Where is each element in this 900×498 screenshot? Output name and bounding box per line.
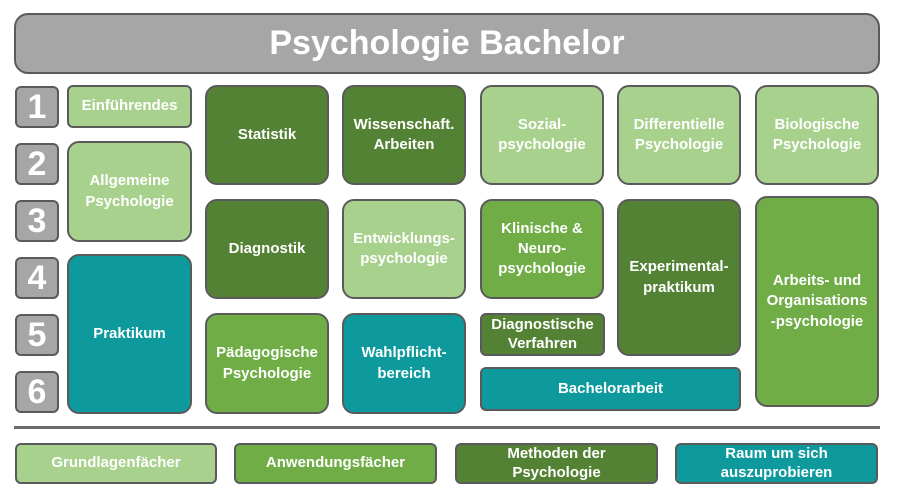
legend-raum-um-sich-auszuprobieren: Raum um sich auszuprobieren (675, 443, 878, 484)
semester-3-label: 3 (15, 200, 59, 242)
semester-5-label: 5 (15, 314, 59, 356)
module-arbeits-organisationspsychologie: Arbeits- und Organisations -psychologie (755, 196, 879, 407)
page-title: Psychologie Bachelor (14, 13, 880, 74)
semester-2-label: 2 (15, 143, 59, 185)
module-sozialpsychologie: Sozial- psychologie (480, 85, 604, 185)
legend-anwendungsfaecher: Anwendungsfächer (234, 443, 437, 484)
module-einfuehrendes: Einführendes (67, 85, 192, 128)
module-praktikum: Praktikum (67, 254, 192, 414)
module-differentielle-psychologie: Differentielle Psychologie (617, 85, 741, 185)
module-statistik: Statistik (205, 85, 329, 185)
legend-methoden-der-psychologie: Methoden der Psychologie (455, 443, 658, 484)
module-entwicklungspsychologie: Entwicklungs- psychologie (342, 199, 466, 299)
semester-1-label: 1 (15, 86, 59, 128)
module-allgemeine-psychologie: Allgemeine Psychologie (67, 141, 192, 242)
semester-6-label: 6 (15, 371, 59, 413)
module-paedagogische-psychologie: Pädagogische Psychologie (205, 313, 329, 414)
module-diagnostik: Diagnostik (205, 199, 329, 299)
module-wahlpflichtbereich: Wahlpflicht- bereich (342, 313, 466, 414)
module-diagnostische-verfahren: Diagnostische Verfahren (480, 313, 605, 356)
module-bachelorarbeit: Bachelorarbeit (480, 367, 741, 411)
module-klinische-neuropsychologie: Klinische & Neuro- psychologie (480, 199, 604, 299)
module-experimentalpraktikum: Experimental- praktikum (617, 199, 741, 356)
legend-grundlagenfaecher: Grundlagenfächer (15, 443, 217, 484)
module-wissenschaftliches-arbeiten: Wissenschaft. Arbeiten (342, 85, 466, 185)
legend-divider (14, 426, 880, 429)
module-biologische-psychologie: Biologische Psychologie (755, 85, 879, 185)
semester-4-label: 4 (15, 257, 59, 299)
